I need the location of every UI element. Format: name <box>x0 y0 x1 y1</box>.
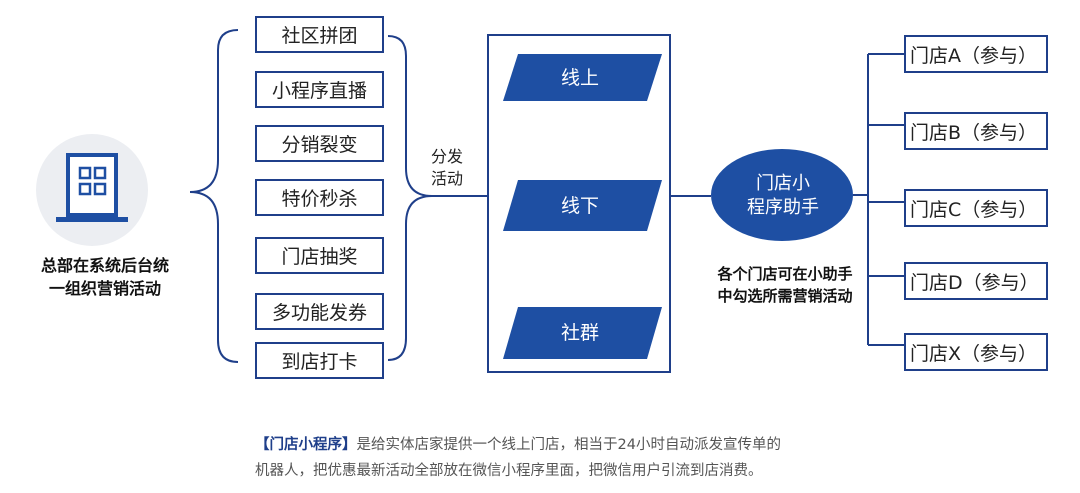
activity-box-checkin: 到店打卡 <box>255 342 384 379</box>
store-box-c: 门店C（参与） <box>904 189 1048 227</box>
activity-box-miniprogram-live: 小程序直播 <box>255 71 384 108</box>
assistant-note-line2: 中勾选所需营销活动 <box>717 287 853 305</box>
left-brace <box>189 29 239 363</box>
building-icon <box>36 134 148 246</box>
channel-shape-online <box>503 54 662 101</box>
right-brace <box>387 35 433 361</box>
headquarters-label: 总部在系统后台统 一组织营销活动 <box>20 254 190 300</box>
channel-shape-offline <box>503 180 662 231</box>
footer-line1: 【门店小程序】是给实体店家提供一个线上门店，相当于24小时自动派发宣传单的 <box>255 432 855 458</box>
assistant-label-line1: 门店小 <box>756 173 810 194</box>
channel-shape-community <box>503 307 662 359</box>
store-box-d: 门店D（参与） <box>904 262 1048 300</box>
channel-offline-label: 线下 <box>560 195 599 217</box>
assistant-note-line1: 各个门店可在小助手 <box>717 265 853 283</box>
footer-description: 【门店小程序】是给实体店家提供一个线上门店，相当于24小时自动派发宣传单的 机器… <box>255 432 855 484</box>
headquarters-label-line1: 总部在系统后台统 <box>40 256 169 275</box>
distribute-label-line2: 活动 <box>431 169 464 188</box>
channel-online-label: 线上 <box>560 67 599 89</box>
channel-community-label: 社群 <box>560 322 599 344</box>
store-box-a: 门店A（参与） <box>904 35 1048 73</box>
activity-box-distribution: 分销裂变 <box>255 125 384 162</box>
store-box-x: 门店X（参与） <box>904 333 1048 371</box>
activity-box-coupons: 多功能发券 <box>255 293 384 330</box>
assistant-label-line2: 程序助手 <box>747 197 819 218</box>
footer-line1-text: 是给实体店家提供一个线上门店，相当于24小时自动派发宣传单的 <box>356 437 781 453</box>
activity-box-store-lottery: 门店抽奖 <box>255 237 384 274</box>
footer-lead: 【门店小程序】 <box>255 437 357 453</box>
distribute-label: 分发 活动 <box>431 146 463 190</box>
footer-line2: 机器人，把优惠最新活动全部放在微信小程序里面，把微信用户引流到店消费。 <box>255 463 763 479</box>
assistant-ellipse <box>711 149 853 241</box>
activity-box-community-group-buy: 社区拼团 <box>255 16 384 53</box>
headquarters-label-line2: 一组织营销活动 <box>48 279 161 298</box>
activity-box-flash-sale: 特价秒杀 <box>255 179 384 216</box>
assistant-label: 门店小 程序助手 <box>713 172 853 220</box>
distribute-label-line1: 分发 <box>431 147 464 166</box>
assistant-note: 各个门店可在小助手 中勾选所需营销活动 <box>700 263 870 307</box>
store-box-b: 门店B（参与） <box>904 112 1048 150</box>
